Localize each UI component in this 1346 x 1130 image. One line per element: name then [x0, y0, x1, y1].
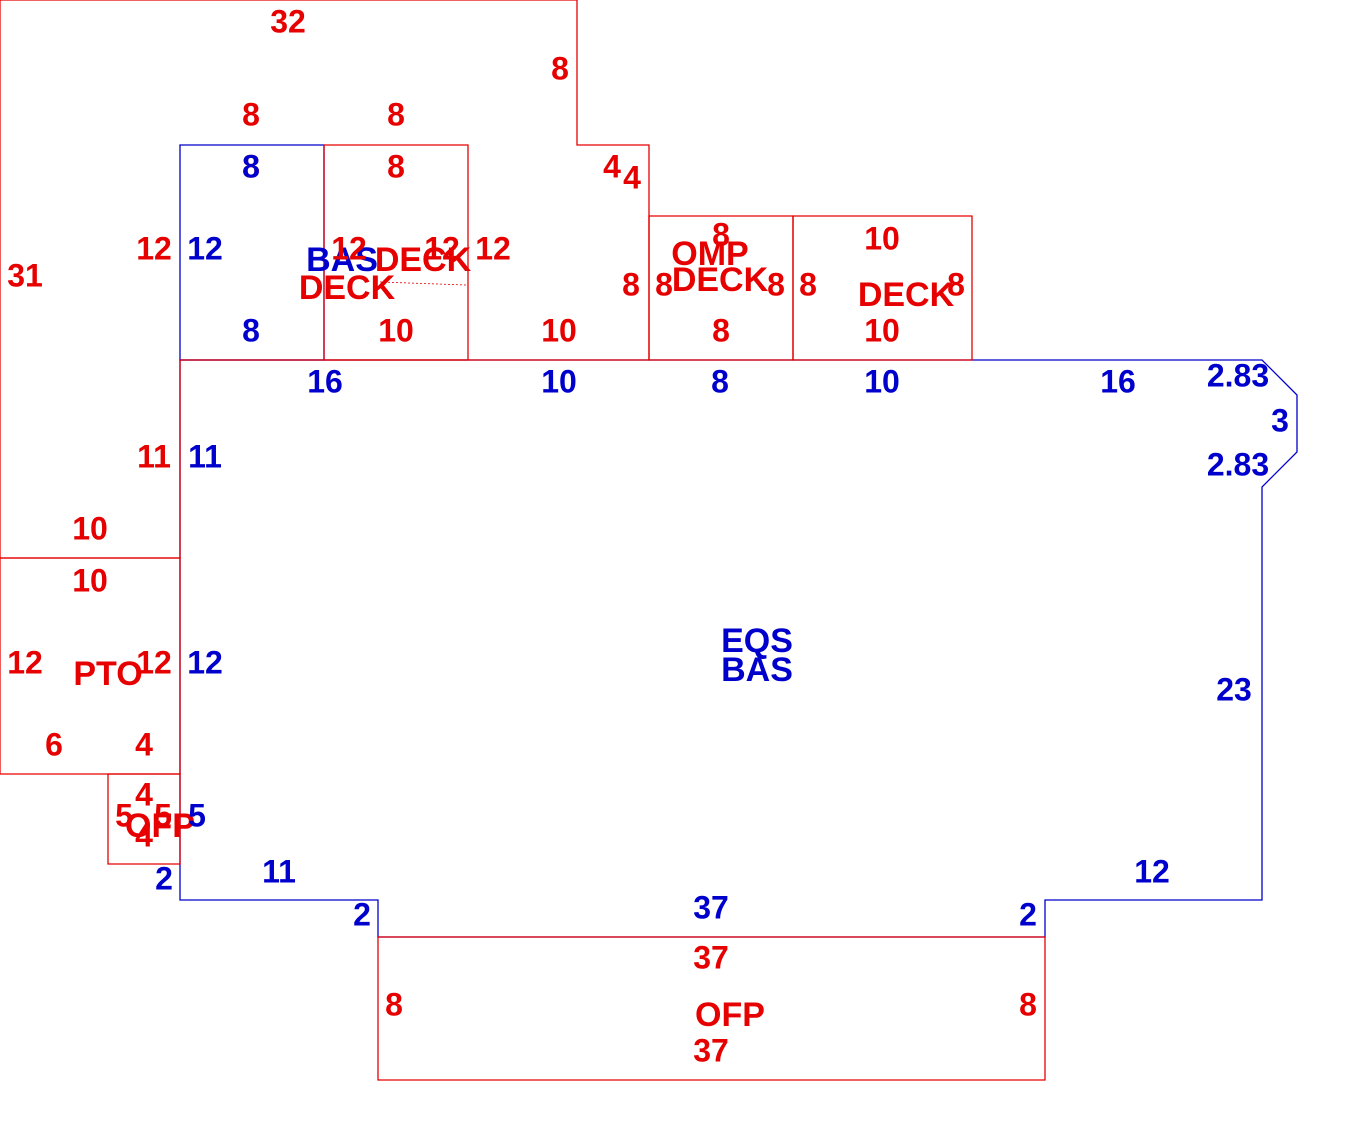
- dimension-label-red-20: 8: [712, 312, 730, 348]
- dimension-label-blue-7: 16: [1100, 363, 1136, 399]
- dimension-label-red-4: 4: [603, 148, 621, 184]
- dimension-label-red-0: 32: [270, 3, 306, 39]
- dimension-label-red-26: 10: [72, 562, 108, 598]
- dimension-label-red-22: 8: [387, 148, 405, 184]
- area-label-deck-1-0: DECK: [299, 269, 396, 307]
- dimension-label-blue-4: 10: [541, 363, 577, 399]
- dimension-label-blue-12: 12: [187, 644, 223, 680]
- area-label-ofp-front-0: OFP: [695, 996, 765, 1034]
- dimension-label-blue-20: 12: [1134, 853, 1170, 889]
- dimension-label-red-36: 37: [693, 1032, 729, 1068]
- dimension-label-red-17: 10: [541, 312, 577, 348]
- area-label-pto-0: PTO: [73, 655, 142, 693]
- dimension-label-blue-13: 23: [1216, 671, 1252, 707]
- outline-main-house: [179, 359, 1298, 938]
- dimension-label-red-28: 12: [136, 644, 172, 680]
- dimension-label-red-31: 4: [135, 776, 153, 812]
- dimension-label-blue-10: 2.83: [1207, 446, 1269, 482]
- dimension-label-red-33: 5: [115, 797, 133, 833]
- dimension-label-red-29: 6: [45, 726, 63, 762]
- outline-ofp-front: [377, 936, 1046, 1081]
- area-label-eqs-bas-0: EQS: [721, 622, 793, 660]
- dimension-label-red-16: 8: [947, 266, 965, 302]
- dimension-label-blue-9: 3: [1271, 402, 1289, 438]
- dimension-label-blue-0: 8: [242, 148, 260, 184]
- dimension-label-blue-11: 11: [188, 438, 222, 474]
- area-label-omp-deck-0: OMP: [671, 235, 748, 273]
- dimension-label-red-9: 12: [424, 230, 460, 266]
- dimension-label-blue-18: 37: [693, 889, 729, 925]
- area-label-ofp-small-0: OFP: [125, 807, 195, 845]
- dimension-label-red-32: 4: [135, 817, 153, 853]
- dimension-label-red-34: 5: [154, 797, 172, 833]
- dimension-label-red-12: 8: [655, 266, 673, 302]
- dimension-label-blue-5: 8: [711, 363, 729, 399]
- dimension-label-red-24: 11: [137, 438, 171, 474]
- dimension-label-red-2: 8: [242, 96, 260, 132]
- outline-deck-1: [323, 144, 469, 361]
- outline-deck-3: [792, 215, 973, 361]
- dimension-label-blue-19: 2: [1019, 896, 1037, 932]
- area-label-deck-3-0: DECK: [858, 276, 955, 314]
- dimension-label-red-8: 12: [331, 230, 367, 266]
- dimension-label-red-30: 4: [135, 726, 153, 762]
- dimension-label-red-6: 31: [7, 257, 43, 293]
- dimension-label-red-21: 8: [242, 148, 260, 184]
- dimension-label-red-7: 12: [136, 230, 172, 266]
- area-label-bas-upper-0: BAS: [306, 241, 378, 279]
- dimension-label-blue-16: 11: [262, 853, 296, 889]
- dimension-label-blue-3: 16: [307, 363, 343, 399]
- dimension-label-red-19: 10: [864, 312, 900, 348]
- dimension-label-red-35: 37: [693, 939, 729, 975]
- dimension-label-blue-8: 2.83: [1207, 357, 1269, 393]
- dimension-label-red-13: 8: [712, 216, 730, 252]
- dimension-label-red-11: 8: [622, 266, 640, 302]
- dimension-label-red-23: 10: [378, 312, 414, 348]
- dimension-label-blue-6: 10: [864, 363, 900, 399]
- dimension-label-red-15: 8: [799, 266, 817, 302]
- dimension-label-red-27: 12: [7, 644, 43, 680]
- dimension-label-blue-1: 12: [187, 230, 223, 266]
- dimension-label-blue-2: 8: [242, 312, 260, 348]
- dimension-label-red-14: 8: [767, 266, 785, 302]
- dimension-label-red-37: 8: [385, 986, 403, 1022]
- dimension-label-red-5: 4: [623, 159, 641, 195]
- dimension-label-red-1: 8: [551, 50, 569, 86]
- outline-ofp-small: [107, 773, 181, 865]
- area-label-omp-deck-1: DECK: [672, 261, 769, 299]
- dimension-label-blue-15: 2: [155, 860, 173, 896]
- dimension-label-blue-17: 2: [353, 896, 371, 932]
- dimension-label-red-25: 10: [72, 510, 108, 546]
- dimension-label-red-18: 10: [864, 220, 900, 256]
- dimension-label-blue-14: 5: [188, 797, 206, 833]
- dimension-label-red-38: 8: [1019, 986, 1037, 1022]
- area-label-eqs-bas-1: BAS: [721, 651, 793, 689]
- dimension-label-red-10: 12: [475, 230, 511, 266]
- area-label-deck-2-0: DECK: [375, 241, 472, 279]
- dimension-label-red-3: 8: [387, 96, 405, 132]
